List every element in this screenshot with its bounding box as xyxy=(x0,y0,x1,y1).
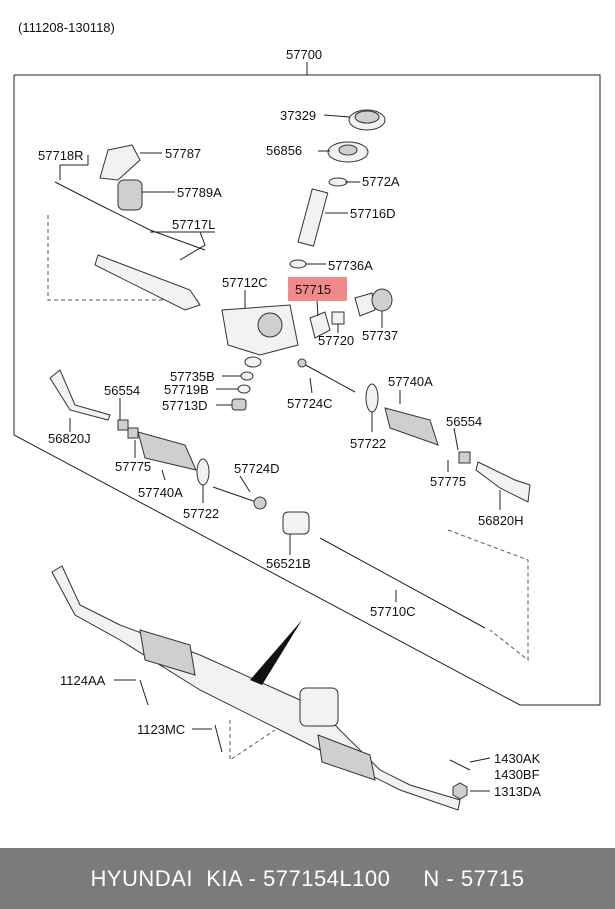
part-57740A-left xyxy=(137,431,197,471)
part-1123MC xyxy=(214,724,223,753)
part-57737-nut xyxy=(354,292,376,317)
label-57719B: 57719B xyxy=(164,382,209,397)
part-1313DA xyxy=(452,782,468,800)
part-57722-left xyxy=(196,458,210,486)
label-57775-left: 57775 xyxy=(115,459,151,474)
label-57715: 57715 xyxy=(295,282,331,297)
label-57740A-right: 57740A xyxy=(388,374,433,389)
label-1313DA: 1313DA xyxy=(494,784,541,799)
label-1123MC: 1123MC xyxy=(137,722,185,737)
part-steering-gear-assembly xyxy=(51,565,461,811)
label-57720: 57720 xyxy=(318,333,354,348)
part-57740A-right xyxy=(384,407,439,446)
label-57724C: 57724C xyxy=(287,396,333,411)
part-1124AA xyxy=(139,679,149,706)
label-57735B: 57735B xyxy=(170,369,215,384)
label-57716D: 57716D xyxy=(350,206,396,221)
label-57740A-left: 57740A xyxy=(138,485,183,500)
label-57722-right: 57722 xyxy=(350,436,386,451)
part-number-footer: HYUNDAI KIA - 577154L100 N - 57715 xyxy=(0,848,615,909)
part-57736A xyxy=(289,259,307,269)
label-56521B: 56521B xyxy=(266,556,311,571)
assembly-number-label: 57700 xyxy=(286,47,322,62)
guide-bottom xyxy=(229,720,276,761)
label-57722-left: 57722 xyxy=(183,506,219,521)
parts-diagram: (111208-130118) 57700 37329 56856 57718R… xyxy=(13,20,601,811)
label-57710C: 57710C xyxy=(370,604,416,619)
label-1124AA: 1124AA xyxy=(60,673,106,688)
part-57716D xyxy=(297,188,329,247)
part-57787 xyxy=(99,144,141,181)
part-57719B xyxy=(237,384,251,394)
label-57713D: 57713D xyxy=(162,398,208,413)
label-1430BF: 1430BF xyxy=(494,767,540,782)
part-57737 xyxy=(371,288,393,312)
label-57775-right: 57775 xyxy=(430,474,466,489)
part-assembly-boot-left xyxy=(139,629,196,676)
highlight-57715 xyxy=(288,277,347,301)
part-tube-housing xyxy=(94,254,201,311)
part-57775-right xyxy=(458,451,471,464)
part-57789A xyxy=(117,179,143,211)
part-57724D-ball xyxy=(253,496,267,510)
label-57724D: 57724D xyxy=(234,461,280,476)
part-57720 xyxy=(331,311,345,325)
part-56820J xyxy=(49,369,111,421)
label-57718R: 57718R xyxy=(38,148,84,163)
label-57736A: 57736A xyxy=(328,258,373,273)
label-57737: 57737 xyxy=(362,328,398,343)
label-57789A: 57789A xyxy=(177,185,222,200)
label-57712C: 57712C xyxy=(222,275,268,290)
leader-lines xyxy=(59,114,501,792)
part-37329-top xyxy=(354,110,380,124)
part-assembly-valve xyxy=(299,687,339,727)
part-57724C xyxy=(299,361,356,393)
date-range-label: (111208-130118) xyxy=(18,20,115,35)
part-57718R-tube xyxy=(54,181,206,251)
label-57717L: 57717L xyxy=(172,217,215,232)
label-56820J: 56820J xyxy=(48,431,91,446)
assembly-frame xyxy=(13,74,601,706)
part-1430AK xyxy=(449,759,471,771)
guide-left xyxy=(47,215,200,301)
part-57712C-port xyxy=(257,312,283,338)
part-56856-hole xyxy=(338,144,358,156)
part-57713D xyxy=(231,398,247,411)
guide-right xyxy=(447,529,529,662)
arrow-icon xyxy=(250,620,302,685)
part-57724C-ball xyxy=(297,358,307,368)
part-57722-right xyxy=(365,383,379,413)
part-assembly-boot-right xyxy=(317,734,376,781)
label-56554-left: 56554 xyxy=(104,383,140,398)
part-56521B xyxy=(282,511,310,535)
part-56820H xyxy=(475,461,531,503)
part-57735B xyxy=(240,371,254,381)
part-57775-left xyxy=(127,427,139,439)
part-5772A xyxy=(328,177,348,187)
part-56554-left xyxy=(117,419,129,431)
label-5772A: 5772A xyxy=(362,174,400,189)
label-56554-right: 56554 xyxy=(446,414,482,429)
part-57717L-line xyxy=(150,231,206,261)
label-56820H: 56820H xyxy=(478,513,524,528)
label-37329: 37329 xyxy=(280,108,316,123)
label-56856: 56856 xyxy=(266,143,302,158)
part-57710C xyxy=(319,537,486,629)
part-valve-seal xyxy=(244,356,262,368)
label-57787: 57787 xyxy=(165,146,201,161)
label-1430AK: 1430AK xyxy=(494,751,541,766)
part-57715 xyxy=(309,311,331,339)
